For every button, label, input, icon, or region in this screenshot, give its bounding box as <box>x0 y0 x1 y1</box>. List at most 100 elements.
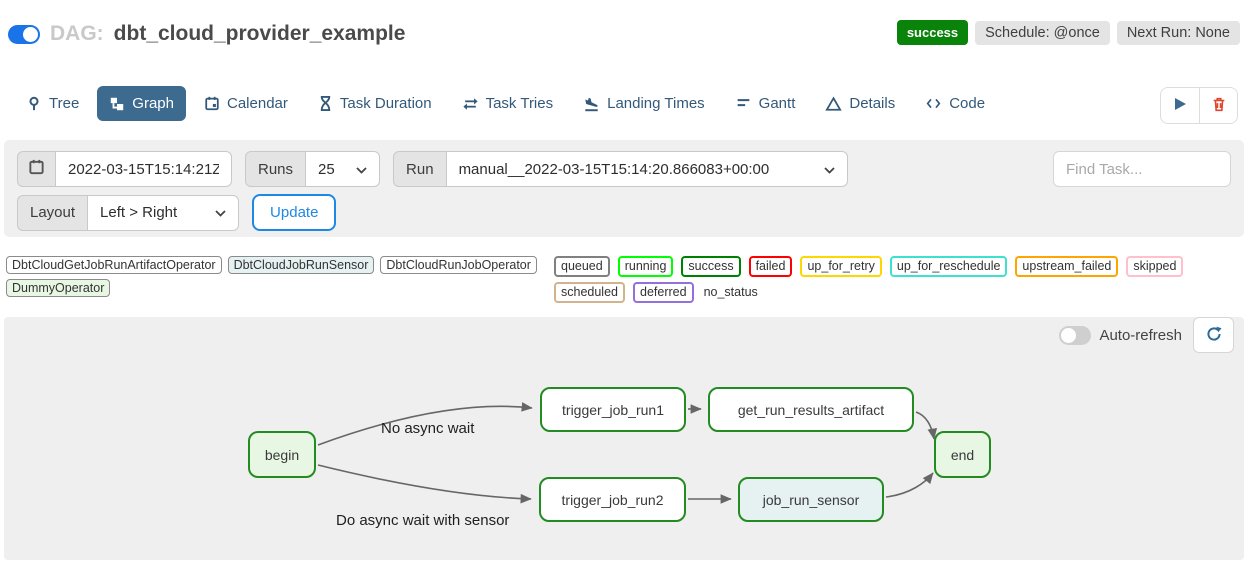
run-value: manual__2022-03-15T15:14:20.866083+00:00 <box>458 160 770 178</box>
status-badge-upstream-failed: upstream_failed <box>1015 256 1119 277</box>
plane-landing-icon <box>583 96 600 112</box>
tab-label: Landing Times <box>607 95 705 112</box>
tab-label: Task Duration <box>339 95 432 112</box>
next-run-badge: Next Run: None <box>1116 20 1240 45</box>
dag-header: DAG: dbt_cloud_provider_example <box>8 22 405 46</box>
tab-label: Details <box>849 95 896 112</box>
tab-task-duration[interactable]: Task Duration <box>306 86 444 121</box>
status-badge-failed: failed <box>748 256 793 277</box>
auto-refresh-toggle[interactable] <box>1059 326 1092 345</box>
edge-begin-trigger1 <box>317 402 533 446</box>
chevron-down-icon <box>823 161 835 178</box>
repeat-icon <box>462 96 479 112</box>
tab-gantt[interactable]: Gantt <box>723 86 808 121</box>
layout-label: Layout <box>17 194 88 231</box>
status-badge: success <box>896 20 969 45</box>
num-runs-select[interactable]: 25 <box>305 151 381 187</box>
operator-badge: DbtCloudJobRunSensor <box>227 256 375 274</box>
base-date-group <box>17 151 232 187</box>
task-node-begin[interactable]: begin <box>248 431 316 478</box>
task-node-get-run-results-artifact[interactable]: get_run_results_artifact <box>708 387 914 432</box>
tab-label: Tree <box>49 95 80 112</box>
refresh-button[interactable] <box>1193 317 1234 353</box>
dag-edges <box>317 402 938 504</box>
play-icon <box>1173 97 1187 114</box>
tab-label: Calendar <box>227 95 288 112</box>
tab-task-tries[interactable]: Task Tries <box>450 86 566 121</box>
operator-badge: DummyOperator <box>6 279 111 297</box>
base-date-input[interactable] <box>55 151 232 187</box>
status-badge-no-status: no_status <box>703 285 758 299</box>
status-badge-up-for-reschedule: up_for_reschedule <box>889 256 1008 277</box>
dag-prefix-label: DAG: <box>50 22 104 45</box>
status-badge-running: running <box>617 256 674 277</box>
edge-label-do-async-wait: Do async wait with sensor <box>336 512 510 529</box>
run-select[interactable]: manual__2022-03-15T15:14:20.866083+00:00 <box>445 151 848 187</box>
task-node-trigger-job-run2[interactable]: trigger_job_run2 <box>539 477 686 522</box>
calendar-icon <box>28 158 45 180</box>
tab-label: Code <box>949 95 986 112</box>
filter-row-2: Layout Left > Right Update <box>17 194 1231 231</box>
num-runs-group: Runs 25 <box>245 151 381 187</box>
status-badge-queued: queued <box>554 256 610 277</box>
tab-code[interactable]: Code <box>913 86 997 121</box>
tab-landing-times[interactable]: Landing Times <box>571 86 717 121</box>
schedule-badge: Schedule: @once <box>975 20 1110 45</box>
chevron-down-icon <box>215 204 226 221</box>
layout-group: Layout Left > Right <box>17 194 240 231</box>
graph-icon <box>109 96 125 112</box>
legend: DbtCloudGetJobRunArtifactOperator DbtClo… <box>6 256 1242 303</box>
task-node-trigger-job-run1[interactable]: trigger_job_run1 <box>540 387 686 432</box>
refresh-icon <box>1205 325 1223 346</box>
layout-value: Left > Right <box>100 204 178 221</box>
trash-icon <box>1211 96 1227 116</box>
status-legend: queued running success failed up_for_ret… <box>554 256 1242 303</box>
toggle-knob <box>23 26 38 42</box>
chevron-down-icon <box>356 161 367 178</box>
update-button[interactable]: Update <box>252 194 337 231</box>
code-icon <box>925 96 942 111</box>
trigger-dag-button[interactable] <box>1161 88 1199 123</box>
tab-details[interactable]: Details <box>813 86 907 121</box>
task-node-end[interactable]: end <box>934 431 991 478</box>
edge-begin-trigger2 <box>317 464 532 504</box>
dag-action-buttons <box>1160 87 1238 124</box>
edge-sensor-end <box>885 472 934 498</box>
layout-select[interactable]: Left > Right <box>87 194 240 231</box>
tab-label: Gantt <box>758 95 796 112</box>
triangle-icon <box>825 95 843 112</box>
tab-tree[interactable]: Tree <box>14 86 91 121</box>
filter-row-1: Runs 25 Run manual__2022-03-15T15:14:20.… <box>17 151 1231 187</box>
tab-label: Task Tries <box>485 95 554 112</box>
num-runs-value: 25 <box>318 160 335 178</box>
edge-artifact-end <box>915 411 938 440</box>
calendar-addon <box>17 151 55 187</box>
status-badge-deferred: deferred <box>633 282 694 303</box>
view-tabs: Tree Graph Calendar Task Duration Task T… <box>14 86 997 121</box>
find-task-input[interactable] <box>1053 151 1231 187</box>
gantt-icon <box>735 96 752 111</box>
runs-label: Runs <box>245 151 306 187</box>
toggle-knob <box>1061 328 1077 343</box>
status-badge-skipped: skipped <box>1126 256 1184 277</box>
calendar-icon <box>204 95 220 112</box>
tab-graph[interactable]: Graph <box>97 86 186 121</box>
operator-badge: DbtCloudGetJobRunArtifactOperator <box>6 256 222 274</box>
tree-icon <box>26 95 42 112</box>
tab-calendar[interactable]: Calendar <box>192 86 300 121</box>
run-group: Run manual__2022-03-15T15:14:20.866083+0… <box>393 151 848 187</box>
edge-label-no-async-wait: No async wait <box>381 420 475 437</box>
delete-dag-button[interactable] <box>1199 88 1237 123</box>
operator-badge: DbtCloudRunJobOperator <box>380 256 537 274</box>
run-label: Run <box>393 151 446 187</box>
task-node-job-run-sensor[interactable]: job_run_sensor <box>738 477 884 522</box>
status-badge-success: success <box>681 256 741 277</box>
dag-pause-toggle[interactable] <box>8 24 40 44</box>
auto-refresh-control: Auto-refresh <box>1059 326 1182 345</box>
dag-graph-panel: Auto-refresh begin trigger_job_run1 get_… <box>4 317 1244 560</box>
graph-filter-bar: Runs 25 Run manual__2022-03-15T15:14:20.… <box>4 140 1244 237</box>
hourglass-icon <box>318 95 333 112</box>
header-badges: success Schedule: @once Next Run: None <box>896 20 1240 45</box>
operator-legend: DbtCloudGetJobRunArtifactOperator DbtClo… <box>6 256 551 303</box>
